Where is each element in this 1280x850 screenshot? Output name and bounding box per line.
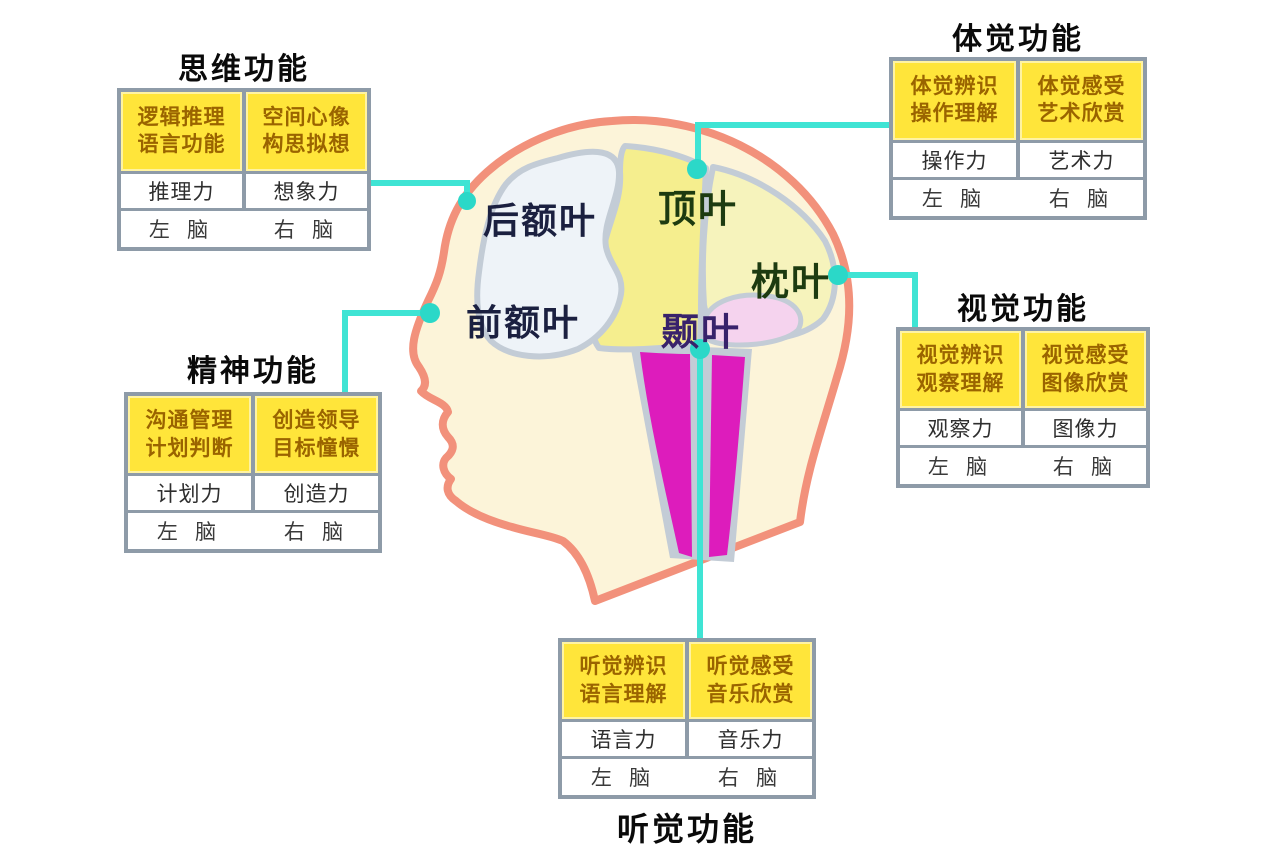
function-cell-left: 视觉辨识 观察理解 <box>900 331 1021 409</box>
function-line: 视觉感受 <box>1041 343 1130 368</box>
function-table-thinking: 逻辑推理 语言功能 空间心像 构思拟想 推理力 想象力 左 脑 右 脑 <box>117 88 371 251</box>
function-line: 语言功能 <box>137 132 226 157</box>
function-cell-right: 创造领导 目标憧憬 <box>255 396 378 474</box>
connector-visual <box>845 272 918 327</box>
function-line: 视觉辨识 <box>916 343 1005 368</box>
function-line: 听觉感受 <box>706 654 795 679</box>
function-line: 逻辑推理 <box>137 104 226 129</box>
ability-cell-right: 创造力 <box>255 476 378 511</box>
function-cell-right: 视觉感受 图像欣赏 <box>1025 331 1146 409</box>
label-temporal-lobe: 颞叶 <box>661 312 742 354</box>
function-cell-left: 沟通管理 计划判断 <box>128 396 251 474</box>
table-title-auditory: 听觉功能 <box>616 811 757 847</box>
table-title-spirit: 精神功能 <box>187 355 319 388</box>
hemisphere-cell-left: 左 脑 <box>148 217 215 242</box>
table-title-somatic: 体觉功能 <box>952 23 1084 56</box>
brainstem-left <box>640 352 692 557</box>
connector-somatic <box>695 122 890 161</box>
function-line: 空间心像 <box>262 104 351 129</box>
function-cell-right: 听觉感受 音乐欣赏 <box>689 642 812 720</box>
ability-cell-right: 想象力 <box>246 173 367 208</box>
ability-cell-left: 语言力 <box>562 722 685 757</box>
connector-dots <box>420 159 848 359</box>
ability-cell-left: 观察力 <box>900 411 1021 446</box>
hemisphere-cell-right: 右 脑 <box>283 520 350 545</box>
ability-cell-right: 图像力 <box>1025 411 1146 446</box>
connector-dot-auditory <box>690 339 710 359</box>
ability-cell-right: 音乐力 <box>689 722 812 757</box>
function-line: 创造领导 <box>272 408 361 433</box>
function-line: 听觉辨识 <box>579 654 668 679</box>
function-line: 体觉辨识 <box>910 73 999 98</box>
hemisphere-cell-left: 左 脑 <box>927 455 994 480</box>
ability-cell-left: 计划力 <box>128 476 251 511</box>
brain-region-frontal <box>474 148 625 360</box>
connector-spirit <box>342 310 422 392</box>
function-cell-left: 逻辑推理 语言功能 <box>121 92 242 171</box>
function-line: 操作理解 <box>910 101 999 126</box>
connector-dot-thinking <box>458 192 476 210</box>
function-table-somatic: 体觉辨识 操作理解 体觉感受 艺术欣赏 操作力 艺术力 左 脑 右 脑 <box>889 57 1147 220</box>
label-rear-frontal-lobe: 后额叶 <box>483 201 598 241</box>
connector-dot-spirit <box>420 303 440 323</box>
table-title-visual: 视觉功能 <box>957 293 1089 326</box>
function-cell-left: 听觉辨识 语言理解 <box>562 642 685 720</box>
ability-cell-right: 艺术力 <box>1020 142 1143 177</box>
table-title-thinking: 思维功能 <box>178 53 310 86</box>
function-table-auditory: 听觉辨识 语言理解 听觉感受 音乐欣赏 语言力 音乐力 左 脑 右 脑 <box>558 638 816 799</box>
hemisphere-cell-left: 左 脑 <box>590 766 657 791</box>
brainstem-right <box>709 355 745 557</box>
hemisphere-cell-right: 右 脑 <box>1048 186 1115 211</box>
label-occipital-lobe: 枕叶 <box>751 262 832 304</box>
hemisphere-cell-left: 左 脑 <box>156 520 223 545</box>
hemisphere-cell-right: 右 脑 <box>1052 455 1119 480</box>
function-line: 目标憧憬 <box>272 435 361 460</box>
hemisphere-cell-right: 右 脑 <box>273 217 340 242</box>
ability-cell-left: 操作力 <box>893 142 1016 177</box>
connector-dot-somatic <box>687 159 707 179</box>
function-line: 语言理解 <box>579 681 668 706</box>
function-line: 图像欣赏 <box>1041 370 1130 395</box>
function-line: 构思拟想 <box>262 132 351 157</box>
brain-region-cerebellum <box>700 292 804 348</box>
function-table-spirit: 沟通管理 计划判断 创造领导 目标憧憬 计划力 创造力 左 脑 右 脑 <box>124 392 382 553</box>
ability-cell-left: 推理力 <box>121 173 242 208</box>
hemisphere-cell-right: 右 脑 <box>717 766 784 791</box>
function-cell-right: 体觉感受 艺术欣赏 <box>1020 61 1143 140</box>
connector-dot-visual <box>828 265 848 285</box>
function-line: 沟通管理 <box>145 408 234 433</box>
function-line: 体觉感受 <box>1037 73 1126 98</box>
connector-thinking <box>371 180 470 195</box>
function-line: 计划判断 <box>145 435 234 460</box>
label-prefrontal-lobe: 前额叶 <box>466 303 581 343</box>
function-table-visual: 视觉辨识 观察理解 视觉感受 图像欣赏 观察力 图像力 左 脑 右 脑 <box>896 327 1150 488</box>
label-parietal-lobe: 顶叶 <box>658 189 739 231</box>
function-line: 艺术欣赏 <box>1037 101 1126 126</box>
function-line: 观察理解 <box>916 370 1005 395</box>
connector-lines <box>342 122 918 640</box>
function-line: 音乐欣赏 <box>706 681 795 706</box>
hemisphere-cell-left: 左 脑 <box>921 186 988 211</box>
function-cell-right: 空间心像 构思拟想 <box>246 92 367 171</box>
function-cell-left: 体觉辨识 操作理解 <box>893 61 1016 140</box>
